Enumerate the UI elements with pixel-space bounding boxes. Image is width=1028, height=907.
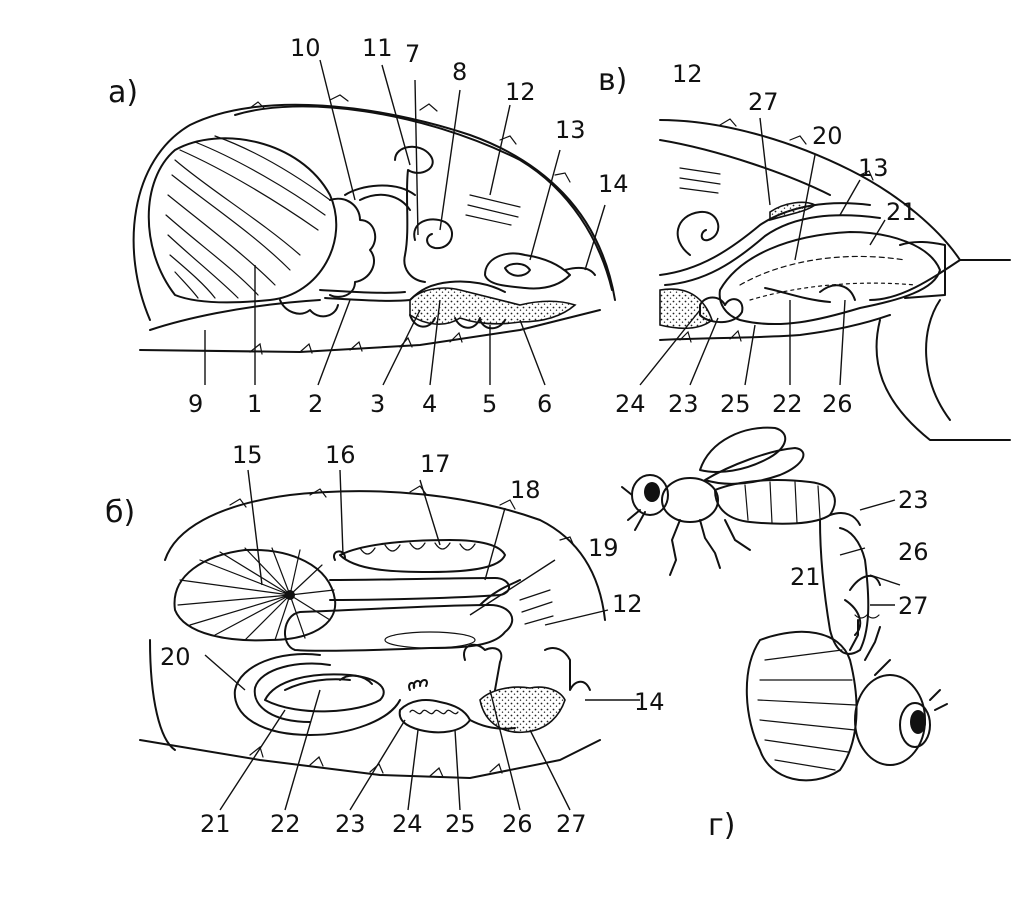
label-a-14: 14 (598, 170, 629, 198)
label-g-21: 21 (790, 563, 821, 591)
label-b-24: 24 (392, 810, 423, 838)
label-b-16: 16 (325, 441, 356, 469)
label-a-7: 7 (405, 40, 420, 68)
label-v-21: 21 (886, 198, 917, 226)
label-g-27: 27 (898, 592, 929, 620)
label-v-23: 23 (668, 390, 699, 418)
label-a-11: 11 (362, 34, 393, 62)
upper-bee (622, 428, 860, 575)
panel-b (140, 470, 640, 810)
muscle-bundle (149, 136, 337, 330)
label-a-5: 5 (482, 390, 497, 418)
lower-bee (747, 620, 947, 780)
label-a-1: 1 (247, 390, 262, 418)
label-b-27: 27 (556, 810, 587, 838)
label-g-23: 23 (898, 486, 929, 514)
label-b-20: 20 (160, 643, 191, 671)
label-v-26: 26 (822, 390, 853, 418)
radial-muscle (175, 548, 336, 640)
panel-g-labels: г) 23 26 21 27 (708, 486, 929, 843)
label-b-21: 21 (200, 810, 231, 838)
label-b-14: 14 (634, 688, 665, 716)
label-a-9: 9 (188, 390, 203, 418)
panel-a (134, 60, 615, 385)
label-b-19: 19 (588, 534, 619, 562)
label-b-17: 17 (420, 450, 451, 478)
label-a-4: 4 (422, 390, 437, 418)
label-b-22: 22 (270, 810, 301, 838)
label-a-6: 6 (537, 390, 552, 418)
label-b-15: 15 (232, 441, 263, 469)
panel-b-letter: б) (105, 495, 135, 530)
label-a-13: 13 (555, 116, 586, 144)
panel-v-letter: в) (598, 63, 627, 98)
panel-v-labels: в) 12 27 20 13 21 24 23 25 22 26 (598, 60, 917, 418)
label-v-27: 27 (748, 88, 779, 116)
label-a-3: 3 (370, 390, 385, 418)
label-b-25: 25 (445, 810, 476, 838)
label-b-18: 18 (510, 476, 541, 504)
label-v-24: 24 (615, 390, 646, 418)
label-b-26: 26 (502, 810, 533, 838)
label-v-20: 20 (812, 122, 843, 150)
panel-a-labels: а) 9 1 2 3 4 5 6 10 11 7 8 12 13 14 (108, 34, 629, 418)
label-b-12: 12 (612, 590, 643, 618)
label-a-10: 10 (290, 34, 321, 62)
label-v-22: 22 (772, 390, 803, 418)
panel-g-letter: г) (708, 808, 735, 843)
label-v-13: 13 (858, 154, 889, 182)
panel-a-letter: а) (108, 75, 138, 110)
label-a-8: 8 (452, 58, 467, 86)
label-v-12: 12 (672, 60, 703, 88)
label-a-2: 2 (308, 390, 323, 418)
label-g-26: 26 (898, 538, 929, 566)
label-v-25: 25 (720, 390, 751, 418)
label-b-23: 23 (335, 810, 366, 838)
label-a-12: 12 (505, 78, 536, 106)
